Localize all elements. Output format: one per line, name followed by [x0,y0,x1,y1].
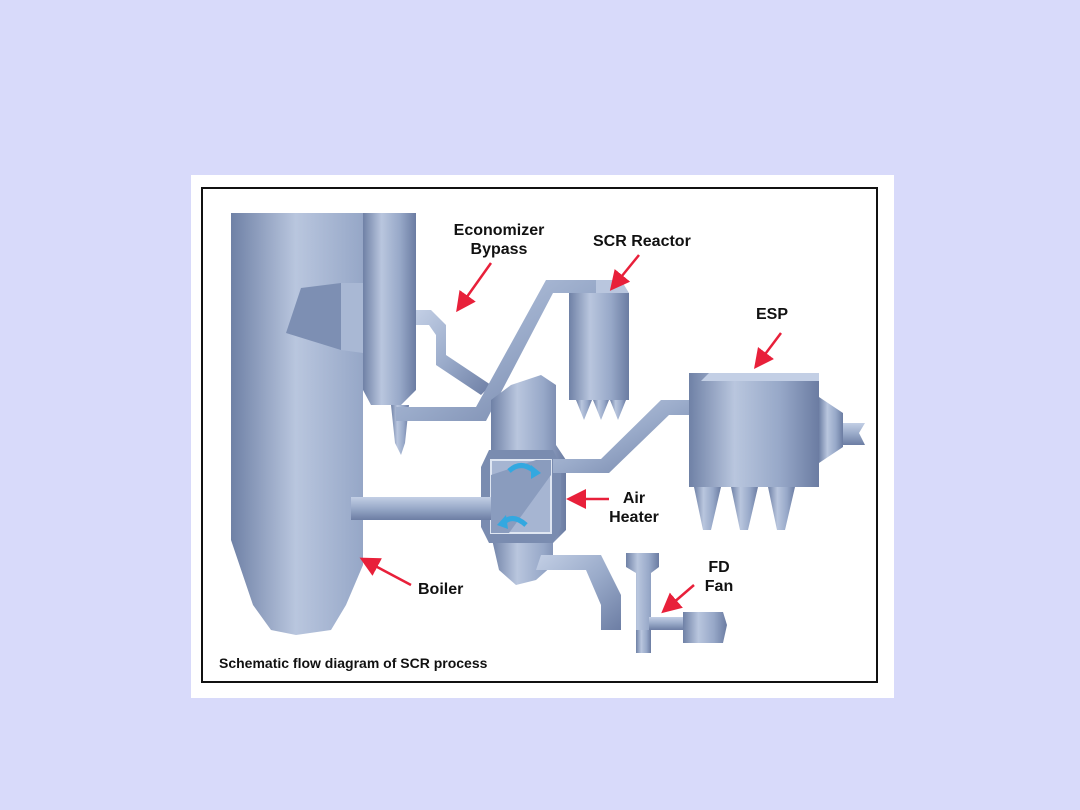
duct-to-scr [396,280,601,421]
boiler-outlet-duct [351,497,491,520]
boiler [231,213,416,635]
air-duct-to-fd-fan [536,555,621,630]
callout-arrows [359,254,782,614]
heater-label: Heater [609,509,659,526]
economizer-bypass-duct [416,310,491,395]
bypass-label: Bypass [471,241,528,258]
scr-reactor-label: SCR Reactor [593,233,691,250]
scr-process-diagram: Economizer Bypass SCR Reactor ESP Air He… [219,213,865,671]
economizer-bypass-arrow [456,262,493,313]
diagram-frame [201,187,878,683]
boiler-label: Boiler [418,581,463,598]
air-heater [481,375,566,585]
esp [689,373,865,530]
boiler-arrow [359,557,412,587]
fd-label: FD [708,559,729,576]
diagram-caption: Schematic flow diagram of SCR process [219,655,488,671]
duct-to-esp [553,400,691,473]
economizer-label: Economizer [454,222,545,239]
fd-fan-arrow [661,584,695,614]
fan-label: Fan [705,578,733,595]
scr-reactor [569,280,629,420]
esp-label: ESP [756,306,788,323]
fd-fan [626,553,727,653]
esp-arrow [754,332,782,369]
diagram-figure: Economizer Bypass SCR Reactor ESP Air He… [191,175,894,698]
scr-reactor-arrow [609,254,640,291]
air-label: Air [623,490,645,507]
